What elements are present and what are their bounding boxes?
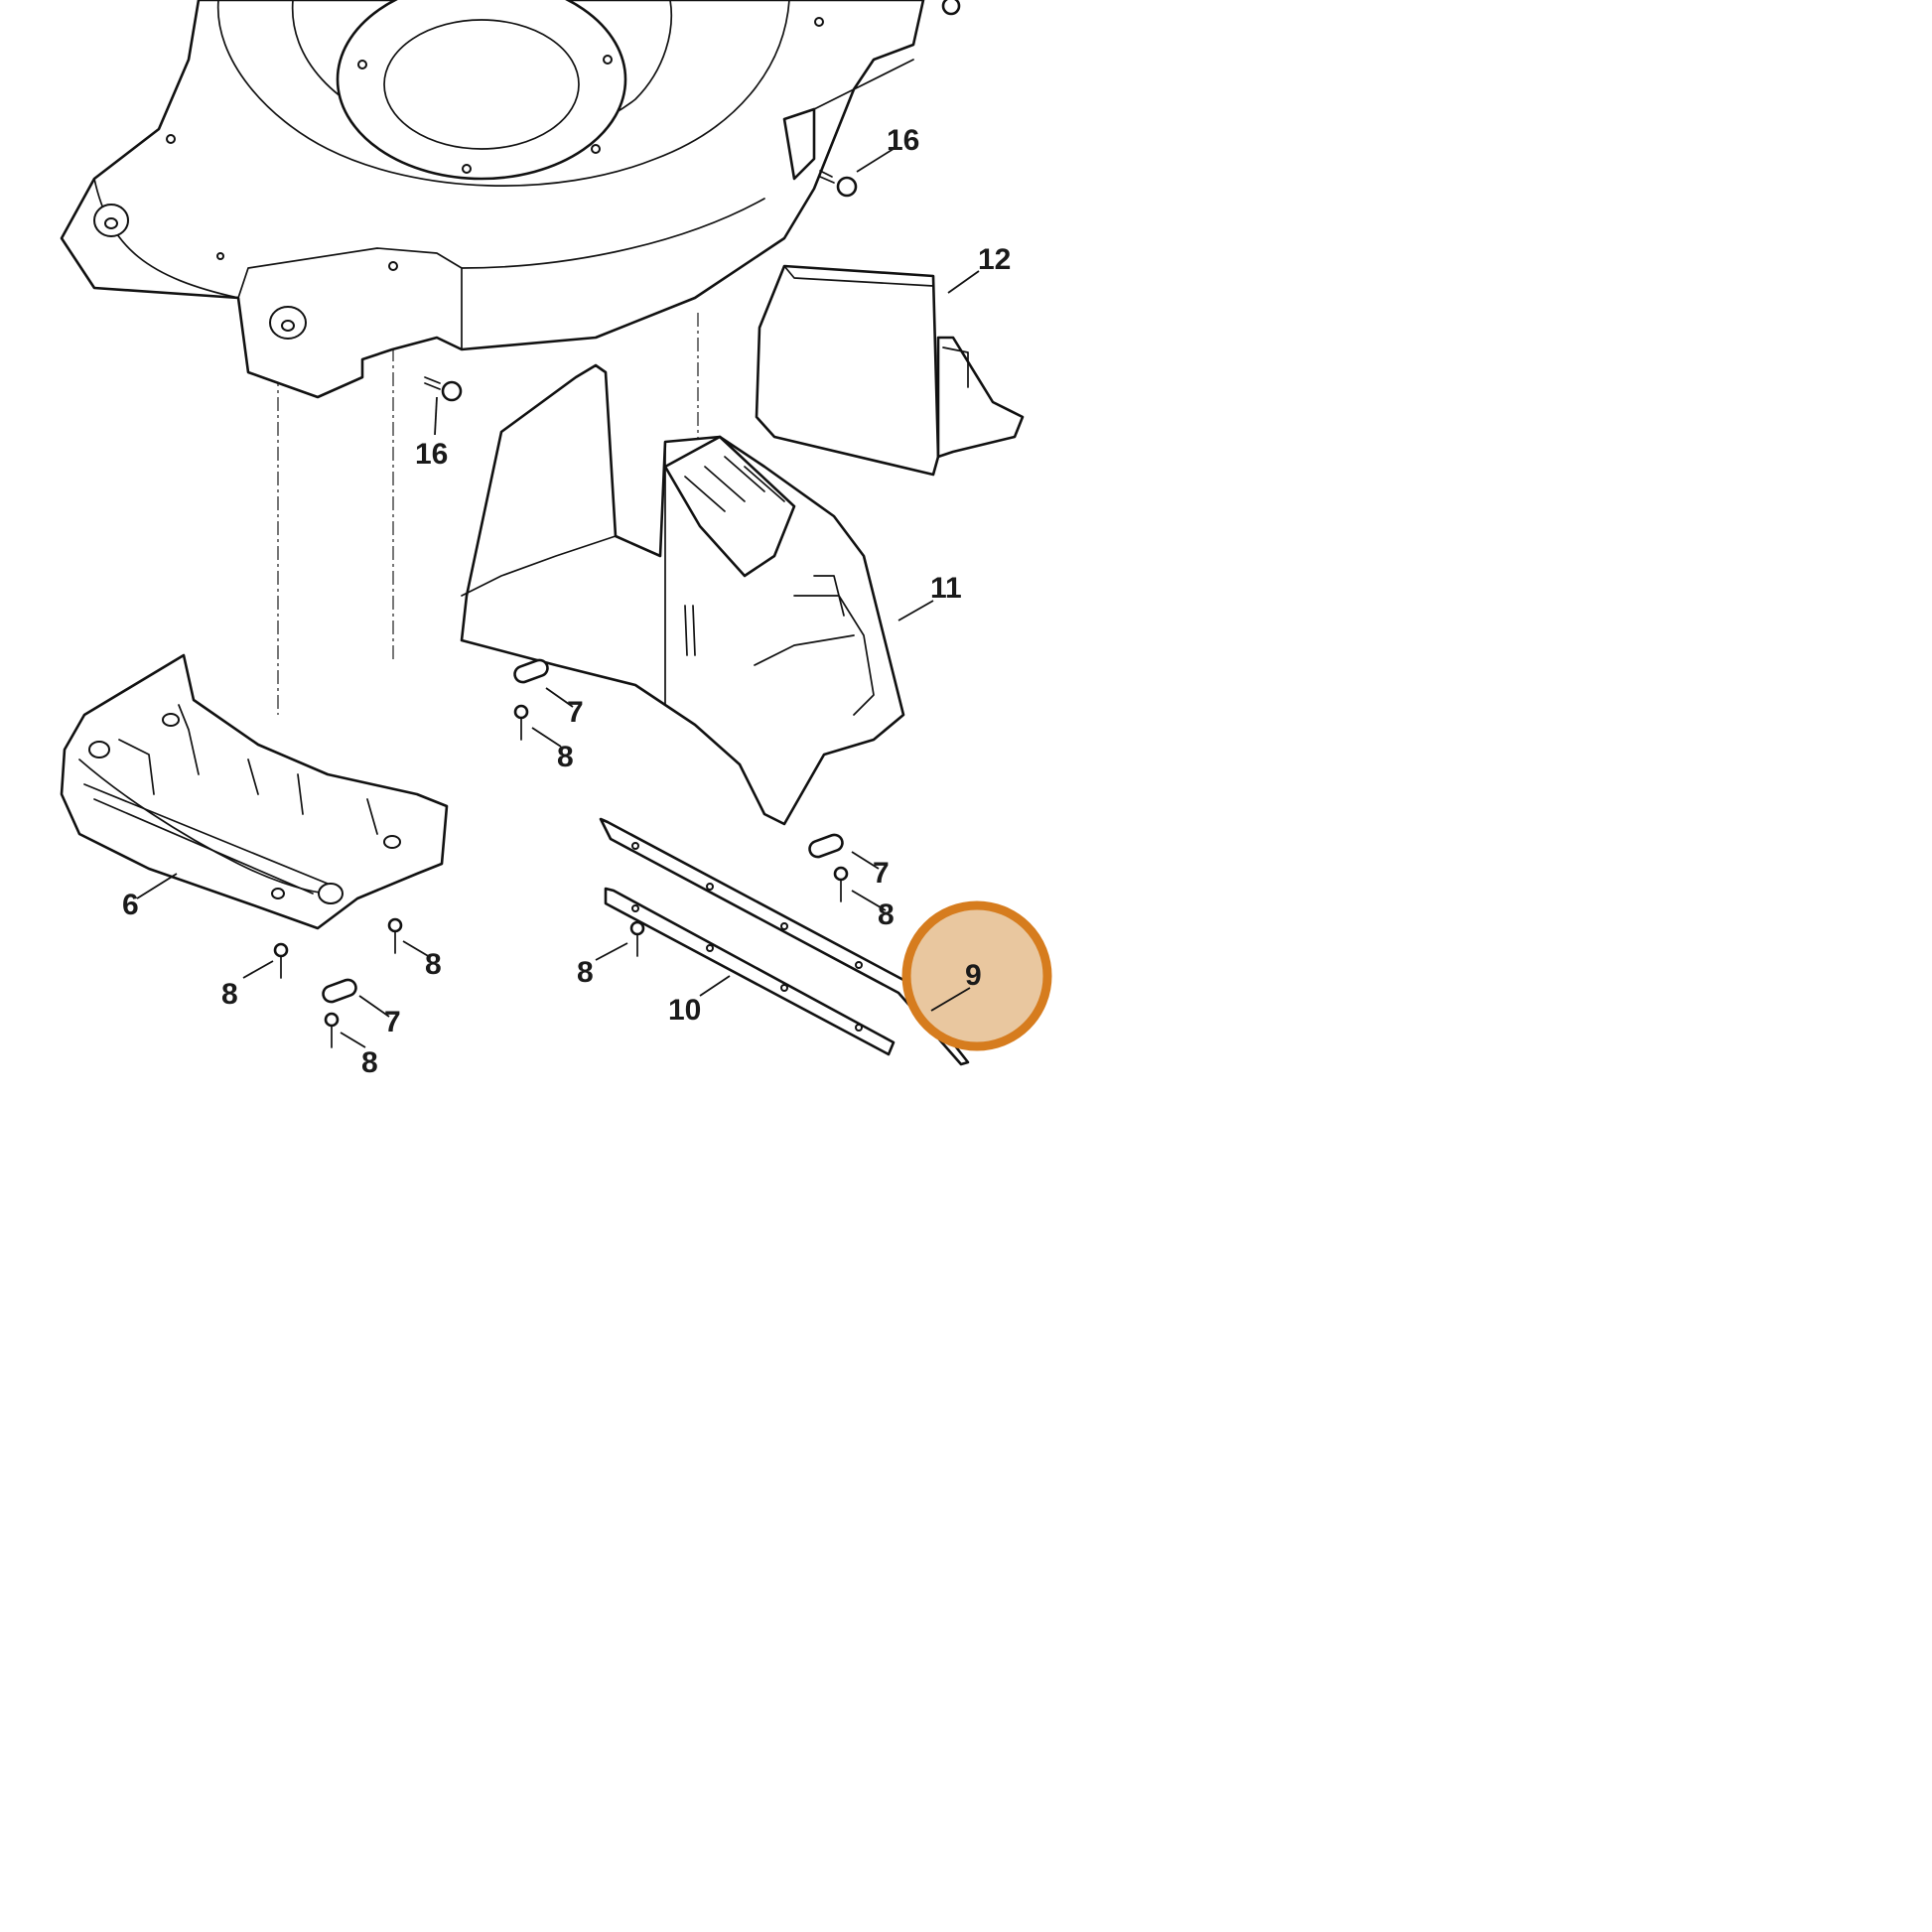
part-11-chute <box>460 363 905 826</box>
callout-7-b: 7 <box>873 857 890 890</box>
part-10-strip <box>604 887 896 1056</box>
part-6-holder <box>60 653 449 930</box>
leader-line <box>340 1032 366 1048</box>
callout-10: 10 <box>668 994 701 1027</box>
screw-8-d <box>629 920 645 957</box>
callout-8-b: 8 <box>878 898 895 931</box>
screw-16-top <box>819 170 858 198</box>
callout-7-c: 7 <box>384 1006 401 1038</box>
leader-line <box>531 727 562 748</box>
callout-8-e: 8 <box>221 978 238 1011</box>
leader-line <box>434 396 438 436</box>
leader-line <box>545 687 574 708</box>
callout-11: 11 <box>930 572 962 605</box>
part-12-flap <box>755 264 1025 477</box>
screw-8-c <box>387 917 403 954</box>
callout-8-c: 8 <box>425 948 442 981</box>
leader-line <box>856 146 897 173</box>
callout-12: 12 <box>978 243 1011 276</box>
leader-line <box>851 851 880 870</box>
callout-7-a: 7 <box>567 696 584 729</box>
leader-line <box>699 975 731 997</box>
screw-8-a <box>513 704 529 741</box>
callout-8-a: 8 <box>557 741 574 773</box>
leader-line <box>595 942 628 961</box>
part-9-strip <box>599 817 970 1066</box>
callout-8-d: 8 <box>577 956 594 989</box>
screw-8-f <box>324 1012 340 1048</box>
leader-line <box>851 890 887 911</box>
callout-8-f: 8 <box>361 1046 378 1079</box>
screw-8-b <box>833 866 849 902</box>
leader-line <box>897 600 934 621</box>
leader-line <box>930 987 971 1012</box>
callout-6: 6 <box>122 889 139 921</box>
callout-9: 9 <box>965 959 982 992</box>
washer-7-a <box>513 658 549 684</box>
highlight-circle <box>901 900 1052 1051</box>
washer-7-b <box>808 833 844 859</box>
screw-top-corner <box>941 0 961 16</box>
leader-line <box>136 873 178 899</box>
screw-16-left <box>424 376 463 402</box>
callout-16-left: 16 <box>415 438 448 471</box>
leader-line <box>947 270 980 294</box>
washer-7-c <box>322 978 357 1004</box>
leader-line <box>358 995 390 1018</box>
leader-line <box>242 960 274 979</box>
mower-deck <box>60 0 925 399</box>
screw-8-e <box>273 942 289 979</box>
callout-16-top: 16 <box>887 124 919 157</box>
leader-line <box>402 940 431 958</box>
